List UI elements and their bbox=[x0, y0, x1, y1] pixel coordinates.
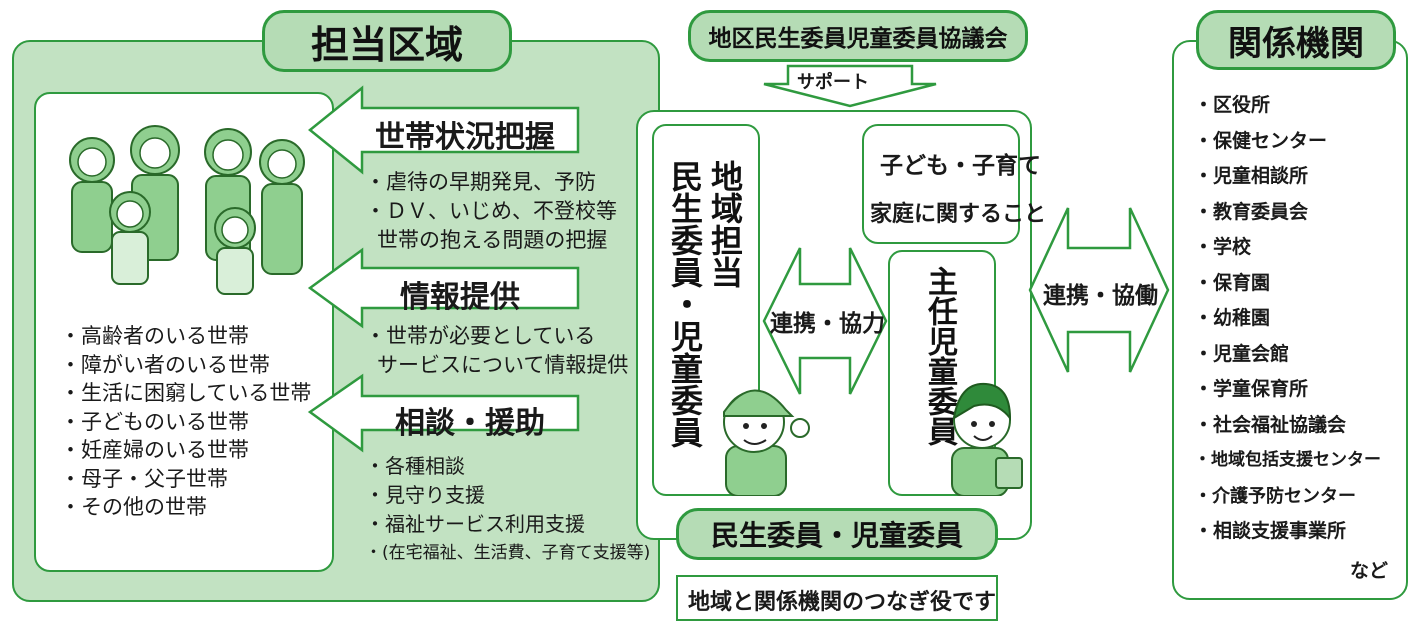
commissioner-label-text: 民生委員・児童委員 bbox=[710, 519, 963, 552]
child-family-line1: 子ども・子育て bbox=[880, 153, 1041, 179]
support-label: サポート bbox=[797, 72, 869, 93]
household-item: ・障がい者のいる世帯 bbox=[60, 352, 270, 377]
activity-line: 世帯の抱える問題の把握 bbox=[377, 228, 608, 252]
household-item: ・妊産婦のいる世帯 bbox=[60, 438, 249, 462]
agency-item: ・保健センター bbox=[1194, 129, 1328, 152]
agencies-title-text: 関係機関 bbox=[1228, 23, 1364, 64]
agency-item: ・学校 bbox=[1194, 236, 1252, 258]
council-title: 地区民生委員児童委員協議会 bbox=[688, 10, 1028, 62]
chief-commissioner-text: 主任児童委員 bbox=[922, 266, 957, 446]
regional-commissioner-col1: 地域担当 bbox=[706, 160, 744, 288]
activity-line: ・世帯が必要としている bbox=[365, 324, 596, 348]
agencies-list: ・区役所 ・保健センター ・児童相談所 ・教育委員会 ・学校 ・保育園 ・幼稚園… bbox=[1194, 88, 1381, 550]
agency-item: ・学童保育所 bbox=[1194, 378, 1309, 400]
support-arrow bbox=[763, 64, 937, 108]
collaboration-arrow bbox=[1028, 207, 1170, 373]
agencies-panel bbox=[1172, 40, 1408, 600]
agency-item: ・区役所 bbox=[1194, 94, 1271, 116]
activity-title-1: 世帯状況把握 bbox=[375, 120, 555, 155]
cooperation-arrow bbox=[762, 247, 888, 395]
cooperation-label: 連携・協力 bbox=[770, 311, 885, 337]
activity-desc-1: ・虐待の早期発見、予防 ・ＤＶ、いじめ、不登校等 世帯の抱える問題の把握 bbox=[365, 168, 617, 255]
commissioner-label: 民生委員・児童委員 bbox=[676, 508, 998, 560]
caption-box bbox=[676, 575, 998, 621]
agency-item: ・社会福祉協議会 bbox=[1194, 413, 1347, 436]
activity-title-3: 相談・援助 bbox=[395, 406, 545, 441]
area-title: 担当区域 bbox=[262, 10, 512, 72]
activity-title-2: 情報提供 bbox=[400, 280, 520, 315]
man-character-illustration bbox=[723, 389, 810, 496]
caption-text: 地域と関係機関のつなぎ役です bbox=[688, 590, 997, 615]
area-title-text: 担当区域 bbox=[310, 22, 463, 67]
child-family-line2: 家庭に関すること bbox=[870, 202, 1047, 227]
household-item: ・その他の世帯 bbox=[60, 495, 207, 519]
activity-line: ・見守り支援 bbox=[365, 483, 485, 507]
activity-line: ・各種相談 bbox=[365, 454, 465, 478]
child-family-box bbox=[862, 124, 1020, 244]
regional-commissioner-col2: 民生委員・児童委員 bbox=[666, 160, 704, 448]
household-item: ・生活に困窮している世帯 bbox=[60, 381, 312, 405]
agency-item: ・教育委員会 bbox=[1194, 200, 1309, 223]
households-list: ・高齢者のいる世帯 ・障がい者のいる世帯 ・生活に困窮している世帯 ・子どものい… bbox=[60, 322, 311, 522]
agency-item: ・介護予防センター bbox=[1194, 485, 1356, 507]
agency-item: ・児童相談所 bbox=[1194, 165, 1309, 187]
activity-line: ・ＤＶ、いじめ、不登校等 bbox=[365, 199, 617, 223]
household-item: ・高齢者のいる世帯 bbox=[60, 324, 249, 348]
collaboration-label: 連携・協働 bbox=[1043, 283, 1158, 309]
council-title-text: 地区民生委員児童委員協議会 bbox=[708, 26, 1008, 52]
activity-desc-3: ・各種相談 ・見守り支援 ・福祉サービス利用支援 ・(在宅福祉、生活費、子育て支… bbox=[365, 452, 650, 568]
chief-commissioner-box bbox=[888, 250, 996, 496]
activity-desc-2: ・世帯が必要としている サービスについて情報提供 bbox=[365, 322, 628, 380]
agencies-etc: など bbox=[1350, 560, 1389, 582]
activity-line: ・福祉サービス利用支援 bbox=[365, 512, 585, 536]
agency-item: ・児童会館 bbox=[1194, 342, 1290, 365]
agency-item: ・保育園 bbox=[1194, 271, 1271, 294]
woman-character-illustration bbox=[951, 382, 1023, 496]
activity-line: サービスについて情報提供 bbox=[377, 353, 629, 377]
agency-item: ・幼稚園 bbox=[1194, 307, 1271, 329]
activity-line: ・(在宅福祉、生活費、子育て支援等) bbox=[365, 543, 651, 563]
household-item: ・母子・父子世帯 bbox=[60, 466, 228, 491]
activity-line: ・虐待の早期発見、予防 bbox=[365, 170, 596, 194]
family-illustration bbox=[69, 125, 305, 295]
household-item: ・子どものいる世帯 bbox=[60, 409, 249, 434]
agency-item: ・相談支援事業所 bbox=[1194, 520, 1347, 542]
agency-item: ・地域包括支援センター bbox=[1194, 450, 1381, 470]
agencies-title: 関係機関 bbox=[1196, 10, 1396, 70]
